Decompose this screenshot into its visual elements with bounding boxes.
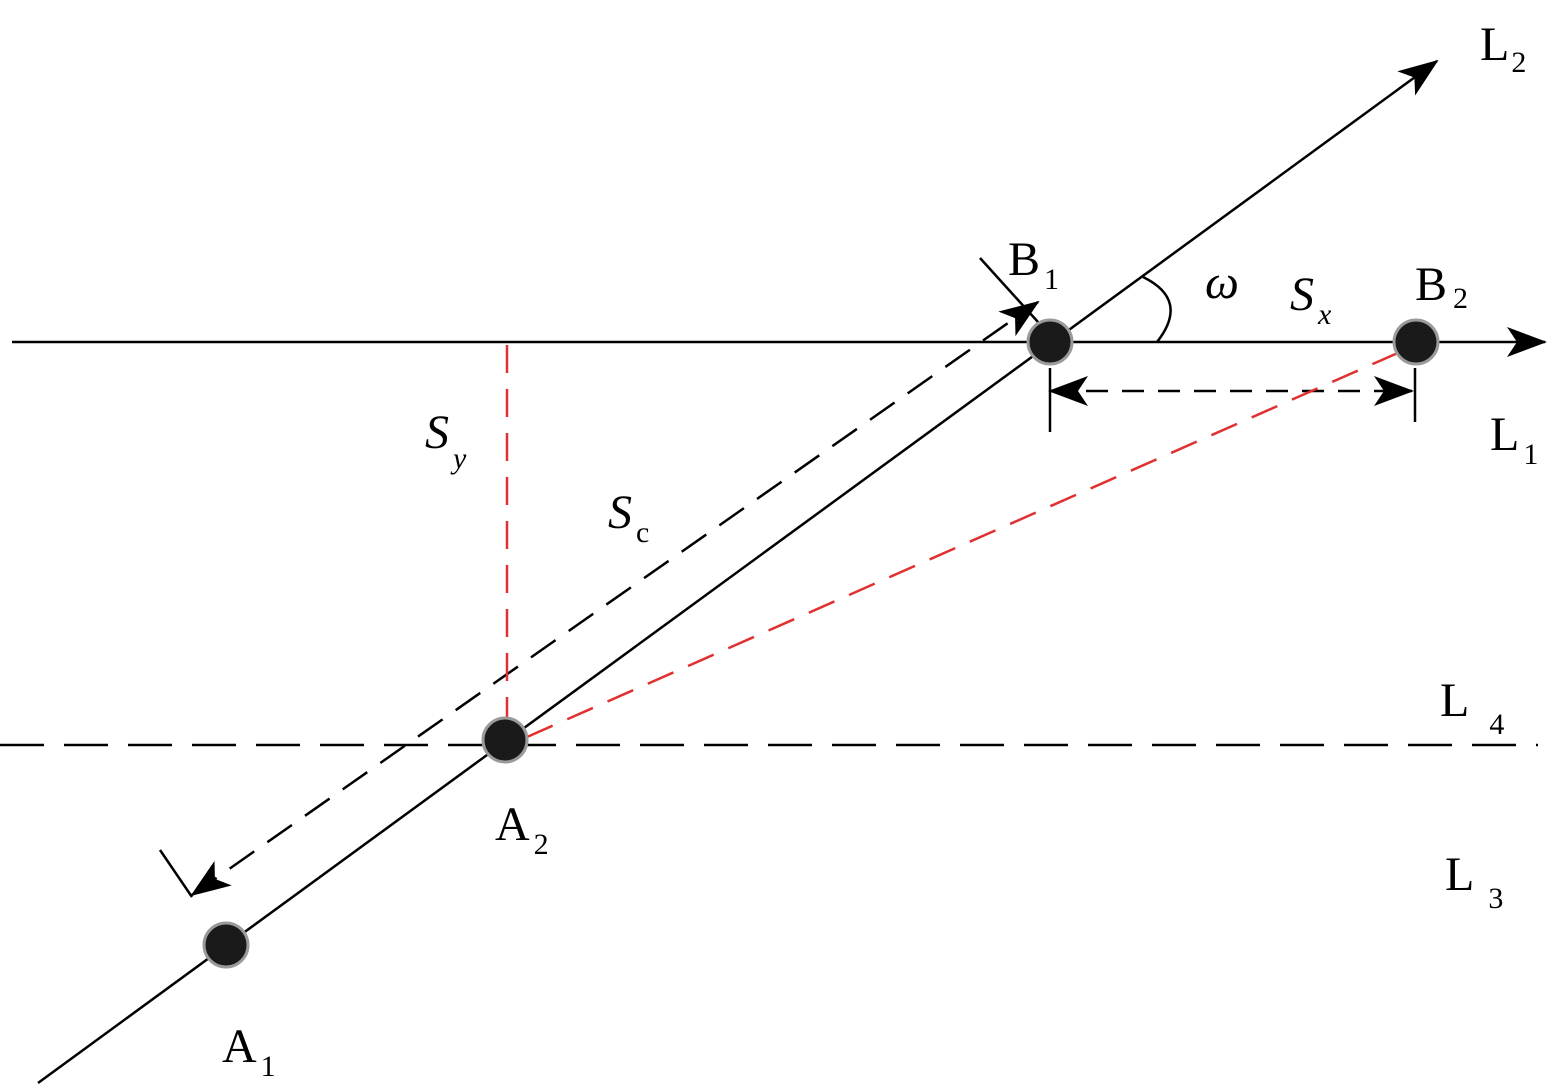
omega-angle-arc (1142, 275, 1172, 343)
sc-tick-upper (979, 257, 1039, 323)
sc-tick-lower (158, 849, 194, 898)
a2-b2-red-dashed-line (526, 350, 1401, 739)
point-B2 (1392, 318, 1440, 366)
line-L2 (37, 59, 1439, 1085)
label-omega: ω (1205, 256, 1239, 309)
point-A1 (202, 921, 250, 969)
sc-distance-arrow (190, 300, 1040, 897)
label-L2: L2 (1480, 18, 1526, 79)
point-B1 (1026, 318, 1074, 366)
point-A2 (481, 716, 529, 764)
